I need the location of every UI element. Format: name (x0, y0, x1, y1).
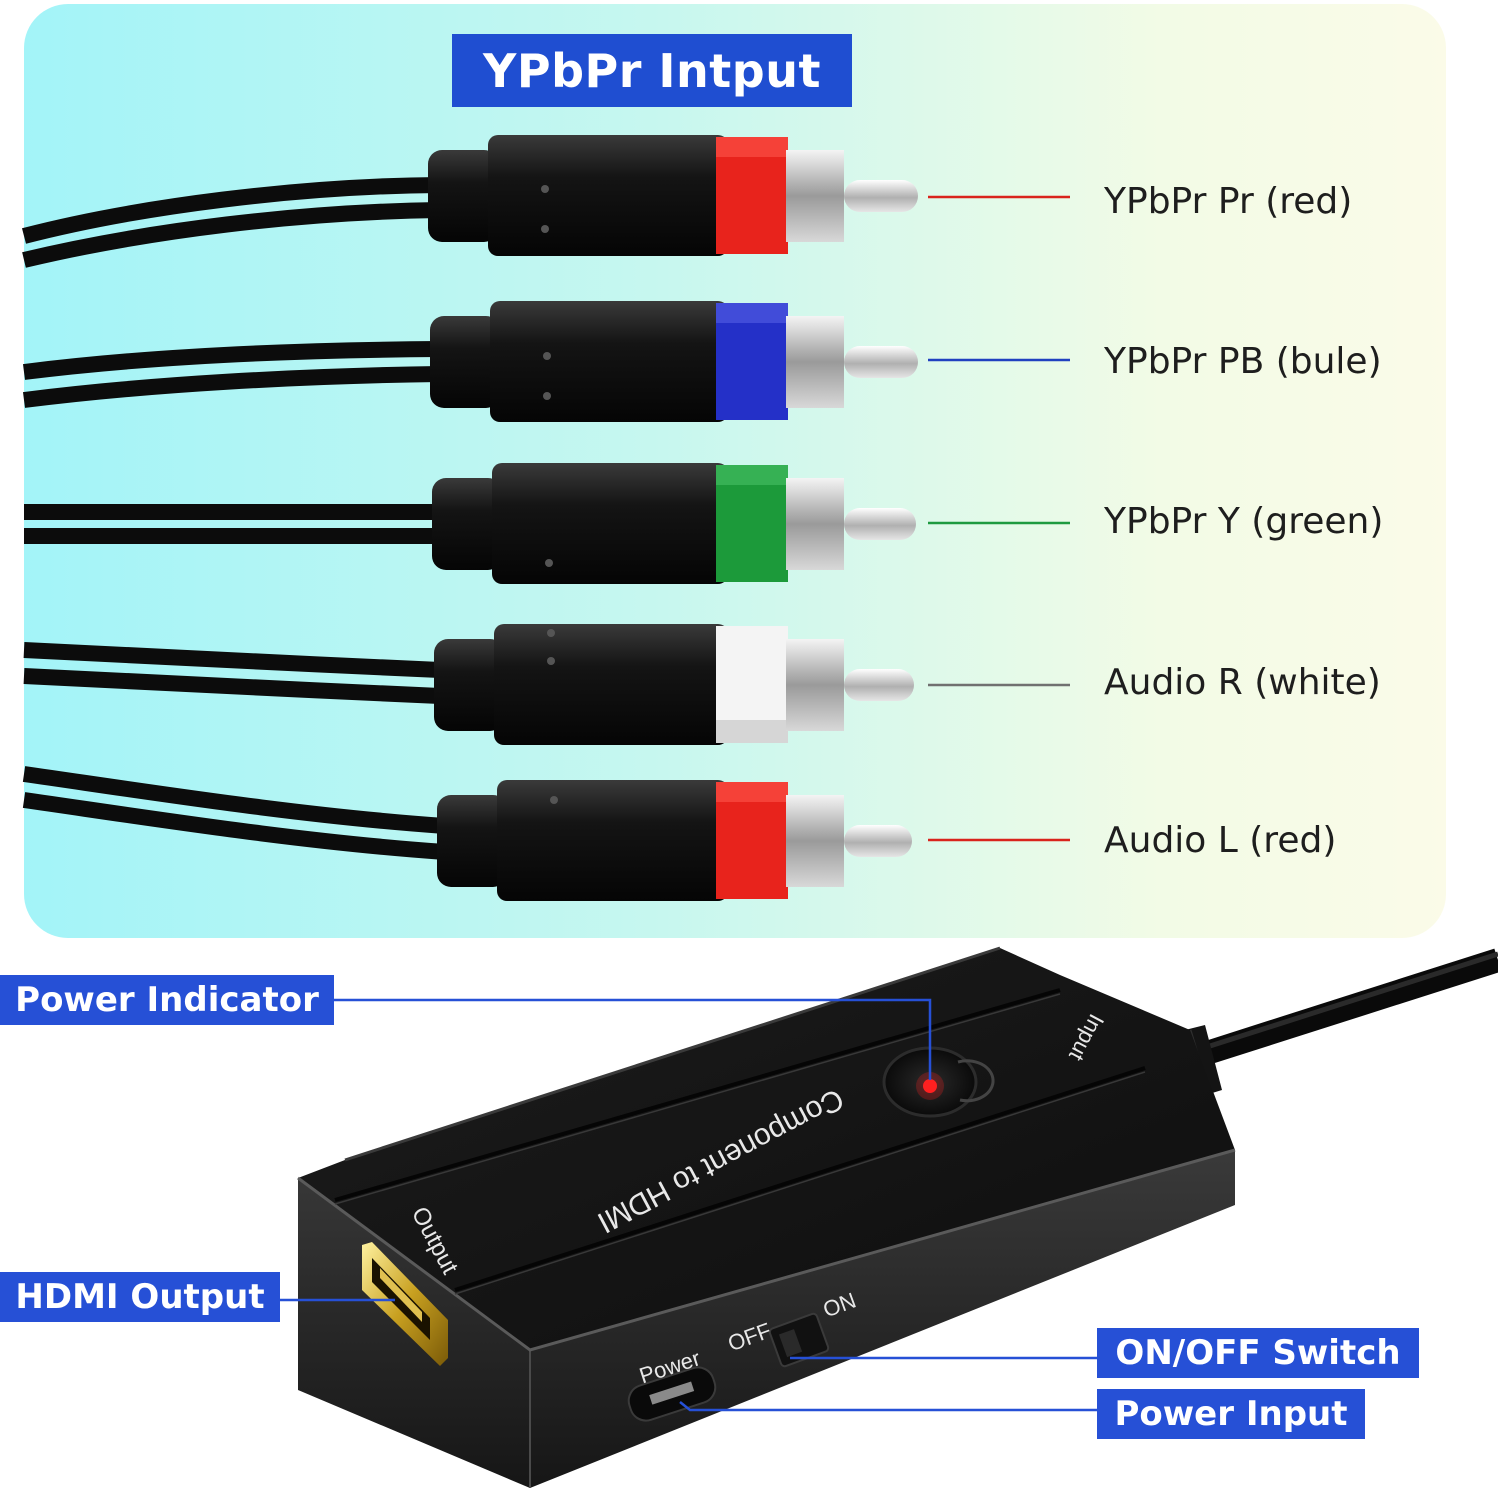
label-audio-l: Audio L (red) (1104, 820, 1337, 861)
connector-leads (928, 195, 1070, 842)
label-ypbpr-y: YPbPr Y (green) (1104, 501, 1384, 542)
plug-audio-l-red (437, 780, 912, 901)
plug-pb-blue (430, 301, 918, 422)
callout-leads (280, 998, 1097, 1412)
label-ypbpr-pr: YPbPr Pr (red) (1104, 181, 1353, 222)
plug-y-green (432, 463, 916, 584)
converter-device (297, 946, 1236, 1488)
plug-audio-r-white (434, 624, 914, 745)
cables (21, 177, 446, 860)
plug-pr-red (428, 135, 918, 256)
input-title: YPbPr Intput (452, 34, 852, 107)
callout-hdmi-output: HDMI Output (0, 1272, 280, 1322)
callout-power-input: Power Input (1097, 1389, 1365, 1439)
callout-on-off-switch: ON/OFF Switch (1097, 1328, 1419, 1378)
label-audio-r: Audio R (white) (1104, 662, 1381, 703)
label-ypbpr-pb: YPbPr PB (bule) (1104, 341, 1382, 382)
callout-power-indicator: Power Indicator (0, 975, 334, 1025)
